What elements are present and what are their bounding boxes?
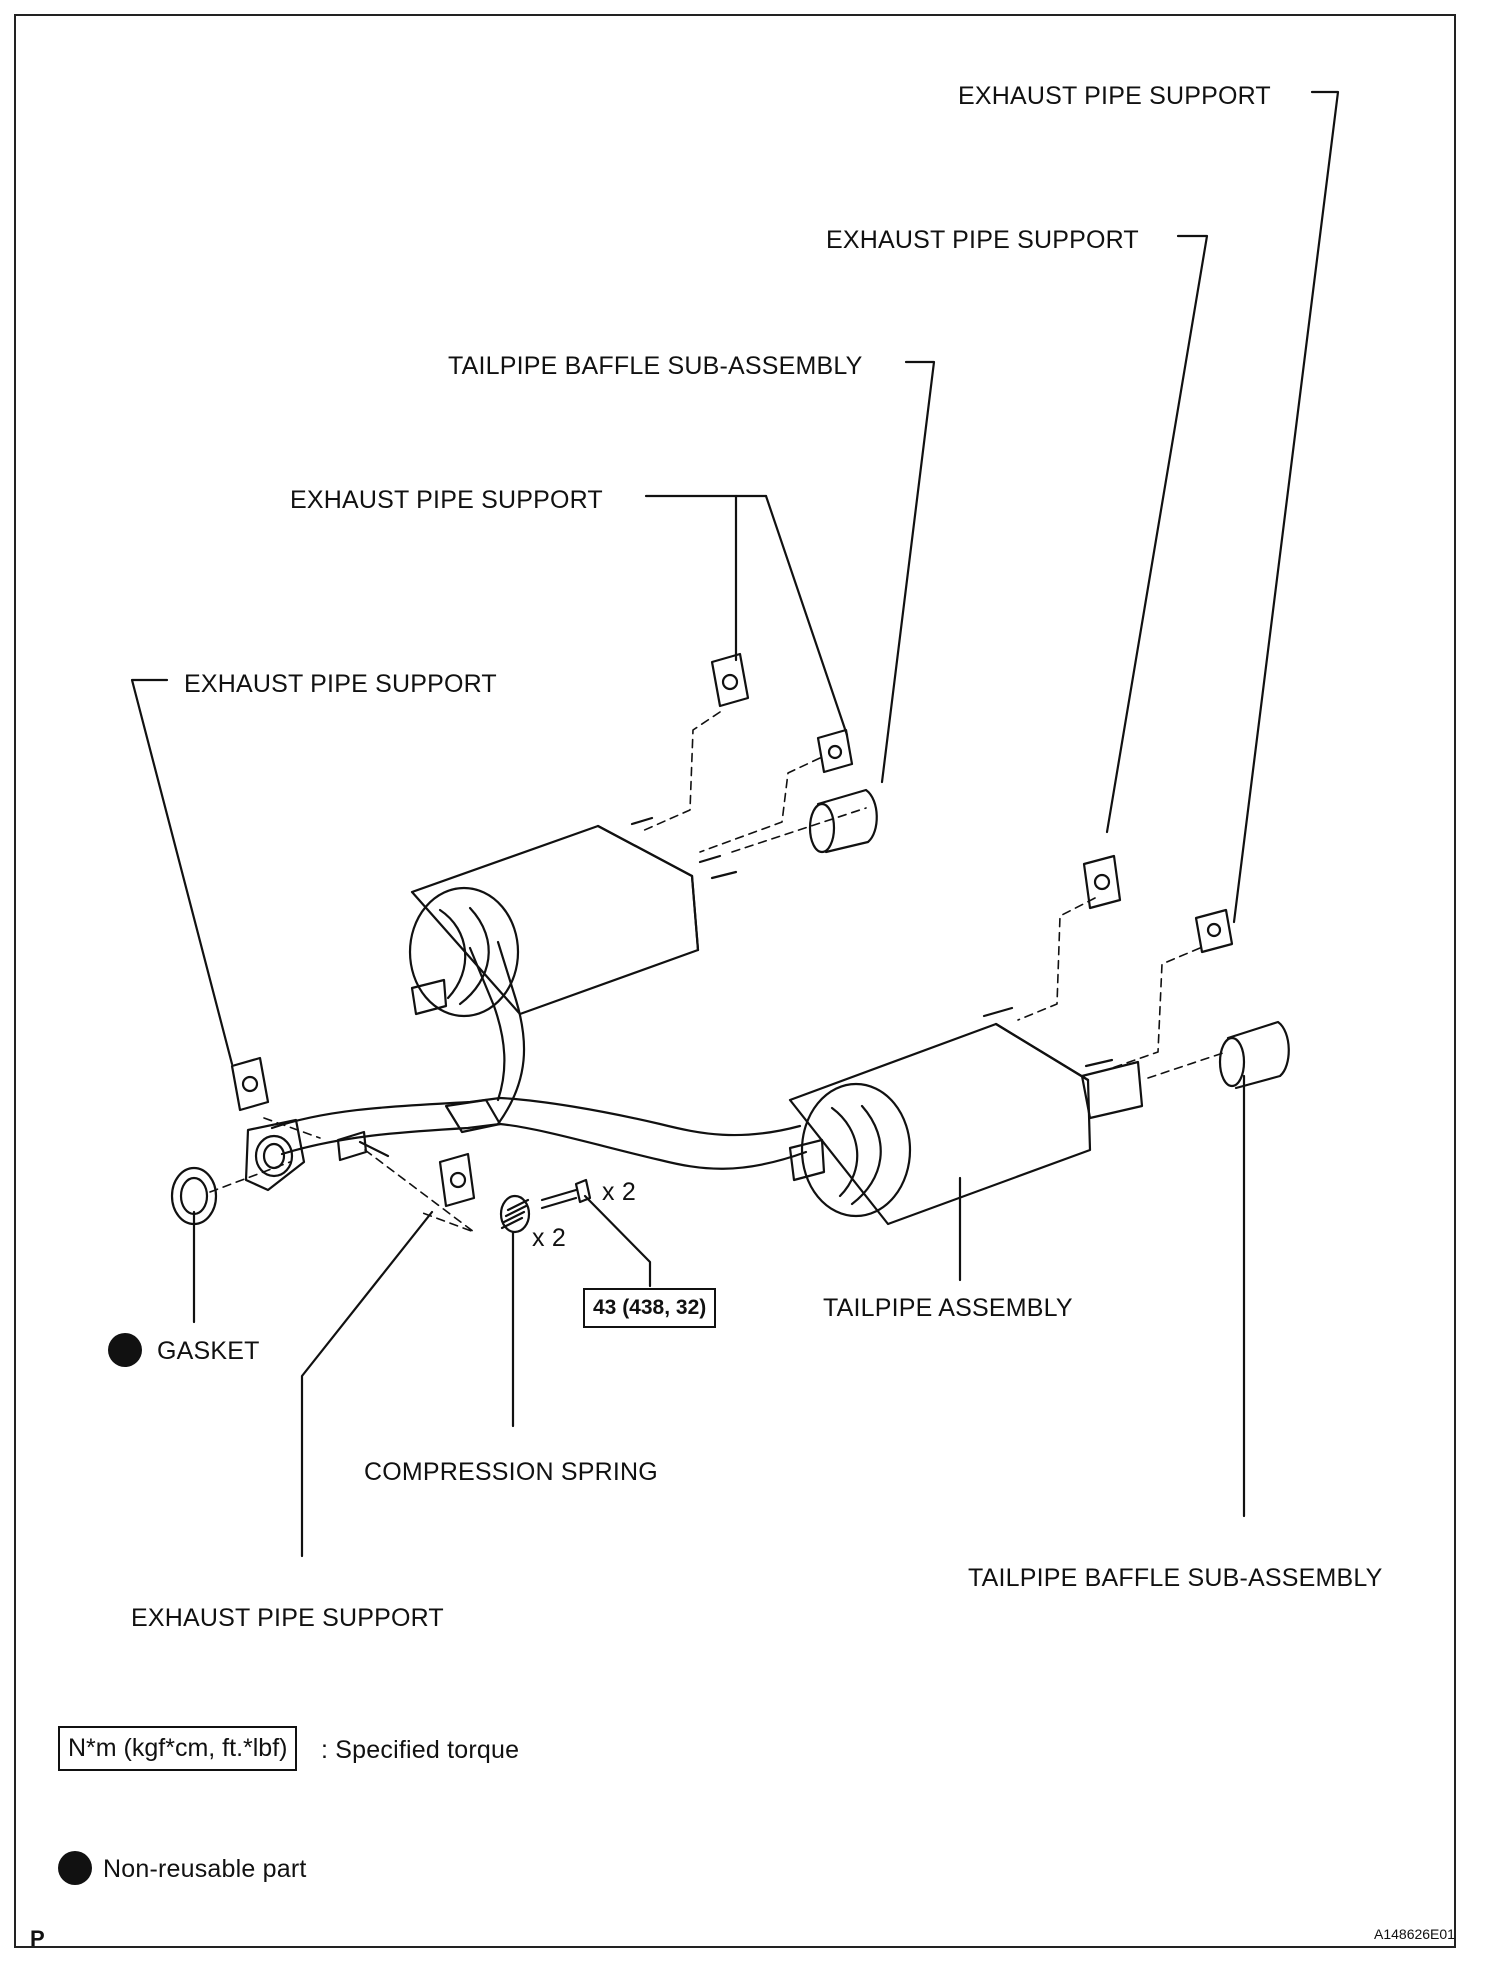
torque-spec-box: 43 (438, 32) [583, 1288, 717, 1328]
label-exhaust-support-top-right: EXHAUST PIPE SUPPORT [958, 82, 1271, 110]
label-exhaust-support-center: EXHAUST PIPE SUPPORT [290, 486, 603, 514]
leader-lines [130, 90, 1340, 1558]
label-compression-spring: COMPRESSION SPRING [364, 1458, 658, 1486]
legend-nonreusable-dot-icon [58, 1851, 92, 1885]
upper-muffler [408, 816, 738, 1018]
dashed-guides [209, 711, 1227, 1233]
label-tailpipe-assembly: TAILPIPE ASSEMBLY [823, 1294, 1073, 1322]
legend-nonreusable-text: Non-reusable part [103, 1855, 307, 1883]
legend-torque-text: : Specified torque [321, 1736, 520, 1764]
page-letter: P [30, 1926, 45, 1951]
figure-id: A148626E01 [1374, 1926, 1455, 1942]
tailpipe-baffles [808, 788, 1290, 1090]
label-exhaust-support-left: EXHAUST PIPE SUPPORT [184, 670, 497, 698]
rear-muffler [788, 1006, 1144, 1226]
label-gasket: GASKET [157, 1337, 260, 1365]
figure-frame [14, 14, 1456, 1948]
label-tailpipe-baffle-top: TAILPIPE BAFFLE SUB-ASSEMBLY [448, 352, 863, 380]
rubber-supports [230, 652, 1234, 1208]
gasket-part [170, 1166, 218, 1226]
label-exhaust-support-bottom: EXHAUST PIPE SUPPORT [131, 1604, 444, 1632]
front-pipe [244, 940, 808, 1192]
legend-torque-box: N*m (kgf*cm, ft.*lbf) [58, 1726, 298, 1771]
label-exhaust-support-right: EXHAUST PIPE SUPPORT [826, 226, 1139, 254]
nonreusable-dot-icon [108, 1333, 142, 1367]
spring-and-bolt [499, 1178, 592, 1234]
label-spring-quantity: x 2 [532, 1224, 566, 1252]
label-bolt-quantity: x 2 [602, 1178, 636, 1206]
label-tailpipe-baffle-bottom: TAILPIPE BAFFLE SUB-ASSEMBLY [968, 1564, 1383, 1592]
